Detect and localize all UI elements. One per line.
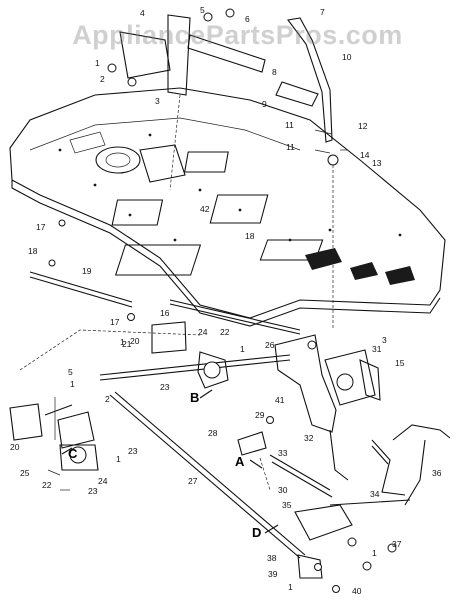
- callout-37: 37: [392, 539, 402, 549]
- callout-1-e: 1: [288, 582, 293, 592]
- callout-18-right: 18: [245, 231, 255, 241]
- view-marker-b: B: [190, 390, 199, 405]
- callout-11-bottom: 11: [286, 142, 295, 152]
- callout-38: 38: [267, 553, 277, 563]
- callout-24-bottom: 24: [98, 476, 108, 486]
- callout-39: 39: [268, 569, 278, 579]
- lower-linkage: [9, 321, 291, 491]
- callout-34: 34: [370, 489, 380, 499]
- callout-42: 42: [200, 204, 210, 214]
- callout-1-mid: 1: [120, 337, 125, 347]
- callout-2: 2: [100, 74, 105, 84]
- callout-22-top: 22: [220, 327, 230, 337]
- callout-6: 6: [245, 14, 250, 24]
- callout-29: 29: [255, 410, 265, 420]
- callout-22-bottom: 22: [42, 480, 52, 490]
- callout-23-top: 23: [160, 382, 170, 392]
- callout-31: 31: [372, 344, 382, 354]
- callout-28: 28: [208, 428, 218, 438]
- callout-36: 36: [432, 468, 442, 478]
- callout-5: 5: [200, 5, 205, 15]
- view-marker-d: D: [252, 525, 261, 540]
- callout-8: 8: [272, 67, 277, 77]
- view-marker-a: A: [235, 454, 245, 469]
- callout-3: 3: [155, 96, 160, 106]
- callout-26: 26: [265, 340, 275, 350]
- callout-25: 25: [20, 468, 30, 478]
- callout-11-top: 11: [285, 120, 294, 130]
- callout-32: 32: [304, 433, 314, 443]
- callout-19: 19: [82, 266, 92, 276]
- callout-1-d: 1: [372, 548, 377, 558]
- callout-30: 30: [278, 485, 288, 495]
- callout-12: 12: [358, 121, 368, 131]
- callout-17-bottom: 17: [110, 317, 120, 327]
- callout-13: 13: [372, 158, 382, 168]
- callout-4: 4: [140, 8, 145, 18]
- callout-18-left: 18: [28, 246, 38, 256]
- chassis-deck: [9, 87, 446, 327]
- callout-5-left: 5: [68, 367, 73, 377]
- callout-17-top: 17: [36, 222, 46, 232]
- view-marker-c: C: [68, 446, 78, 461]
- callout-1-c: 1: [116, 454, 121, 464]
- callout-20-left: 20: [10, 442, 20, 452]
- callout-1-b: 1: [240, 344, 245, 354]
- callout-14: 14: [360, 150, 370, 160]
- callout-7: 7: [320, 7, 325, 17]
- callout-21: 21: [122, 339, 132, 349]
- callout-23-mid: 23: [128, 446, 138, 456]
- callout-33: 33: [278, 448, 288, 458]
- callout-10: 10: [342, 52, 352, 62]
- callout-3-right: 3: [382, 335, 387, 345]
- callout-20-top: 20: [130, 336, 140, 346]
- callout-2-left: 2: [105, 394, 110, 404]
- callout-9: 9: [262, 99, 267, 109]
- callout-24-top: 24: [198, 327, 208, 337]
- callout-1: 1: [95, 58, 100, 68]
- callout-23-bottom: 23: [88, 486, 98, 496]
- callout-40: 40: [352, 586, 362, 596]
- callout-15: 15: [395, 358, 405, 368]
- rods: [29, 219, 301, 335]
- callout-16: 16: [160, 308, 170, 318]
- callout-labels: 4 5 6 7 1 2 3 8 9 10 11 12 11 14 13 42 1…: [10, 5, 442, 596]
- callout-1-left: 1: [70, 379, 75, 389]
- callout-35: 35: [282, 500, 292, 510]
- right-bracket: [274, 334, 381, 433]
- upper-linkage: [107, 8, 348, 330]
- callout-41: 41: [275, 395, 285, 405]
- callout-27: 27: [188, 476, 198, 486]
- view-markers: B C A D: [61, 389, 279, 540]
